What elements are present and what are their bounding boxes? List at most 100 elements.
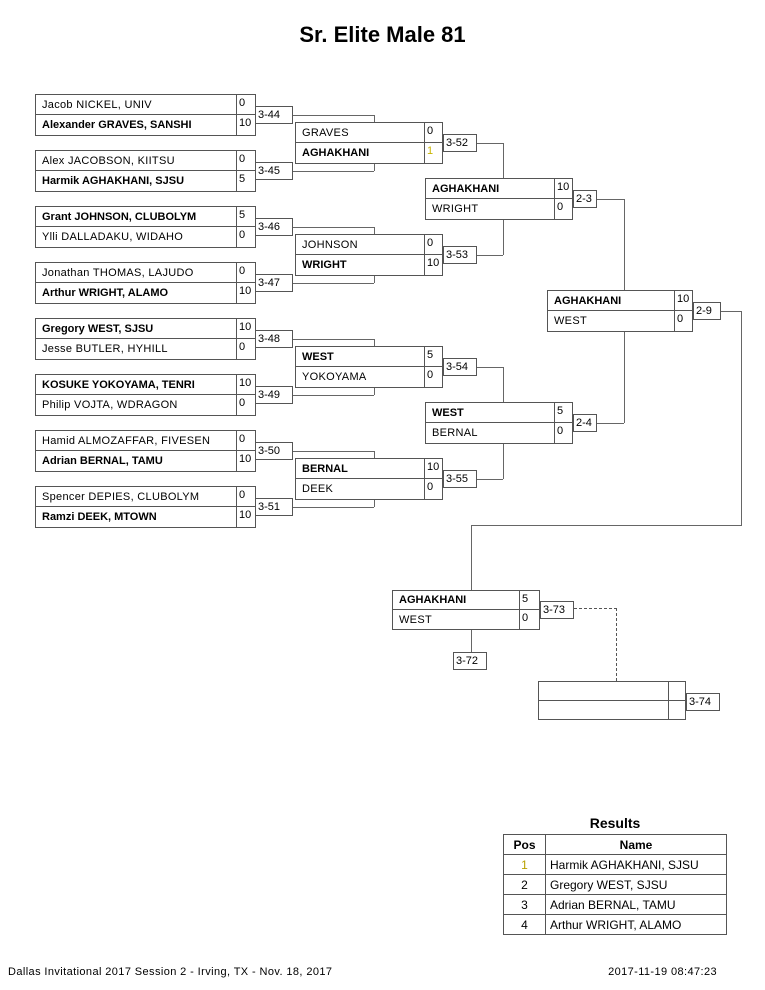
bracket-connector — [477, 367, 503, 368]
bracket-connector — [477, 255, 503, 256]
competitor-score: 10 — [554, 179, 572, 198]
bracket-connector — [597, 423, 624, 424]
competitor-score: 0 — [424, 235, 442, 254]
competitor-score: 0 — [236, 487, 255, 506]
footer-event: Dallas Invitational 2017 Session 2 - Irv… — [8, 966, 333, 978]
results-name: Gregory WEST, SJSU — [545, 874, 727, 895]
results-row: 2 Gregory WEST, SJSU — [503, 874, 727, 895]
competitor-score: 5 — [519, 591, 539, 609]
competitor-name: Jesse BUTLER, HYHILL — [42, 343, 168, 355]
bracket-connector — [293, 339, 374, 340]
competitor-name: WRIGHT — [432, 203, 479, 215]
competitor-score: 0 — [424, 367, 442, 387]
competitor-name: AGHAKHANI — [302, 147, 370, 159]
bracket-connector — [721, 311, 741, 312]
competitor-score: 10 — [236, 451, 255, 471]
round4-match-number: 2-9 — [693, 302, 721, 320]
competitor-name: Adrian BERNAL, TAMU — [42, 455, 163, 467]
competitor-score: 0 — [674, 311, 692, 331]
results-name: Harmik AGHAKHANI, SJSU — [545, 854, 727, 875]
competitor-score: 5 — [554, 403, 572, 422]
bracket-connector — [471, 525, 742, 526]
results-header-name: Name — [545, 834, 727, 855]
competitor-score: 0 — [236, 431, 255, 450]
bracket-connector — [374, 339, 375, 346]
bracket-connector — [741, 311, 742, 525]
competitor-name: WEST — [432, 406, 464, 419]
results-table: Pos Name 1 Harmik AGHAKHANI, SJSU 2 Greg… — [503, 834, 727, 935]
competitor-name: Alex JACOBSON, KIITSU — [42, 154, 175, 167]
bracket-connector — [293, 395, 374, 396]
bracket-connector — [293, 451, 374, 452]
round1-match-number: 3-47 — [255, 274, 293, 292]
competitor-name: Grant JOHNSON, CLUBOLYM — [42, 210, 197, 223]
results-pos: 2 — [503, 874, 546, 895]
results-pos: 1 — [503, 854, 546, 875]
round1-match-number: 3-49 — [255, 386, 293, 404]
competitor-row — [539, 682, 685, 701]
competitor-row — [539, 700, 685, 719]
results-name: Arthur WRIGHT, ALAMO — [545, 914, 727, 935]
competitor-score: 0 — [236, 151, 255, 170]
competitor-name: Philip VOJTA, WDRAGON — [42, 399, 178, 411]
round1-match-number: 3-45 — [255, 162, 293, 180]
competitor-score: 10 — [236, 375, 255, 394]
competitor-row: Spencer DEPIES, CLUBOLYM 0 — [36, 487, 255, 507]
round1-match-number: 3-50 — [255, 442, 293, 460]
competitor-score: 10 — [236, 319, 255, 338]
empty-match — [538, 681, 686, 720]
bracket-connector — [477, 479, 503, 480]
dashed-connector — [616, 608, 617, 681]
competitor-name: Arthur WRIGHT, ALAMO — [42, 287, 169, 299]
results-pos: 3 — [503, 894, 546, 915]
bracket-connector — [374, 227, 375, 234]
competitor-score: 0 — [554, 423, 572, 443]
bracket-connector — [374, 115, 375, 122]
results-title: Results — [589, 815, 641, 831]
bracket-connector — [293, 507, 374, 508]
competitor-row: WEST 5 — [426, 403, 572, 423]
competitor-score: 10 — [424, 459, 442, 478]
competitor-name: BERNAL — [432, 427, 478, 439]
round1-match-number: 3-48 — [255, 330, 293, 348]
competitor-name: Jonathan THOMAS, LAJUDO — [42, 266, 194, 279]
competitor-score: 0 — [236, 95, 255, 114]
competitor-name: WEST — [302, 350, 334, 363]
bracket-connector — [624, 199, 625, 290]
bracket-connector — [471, 525, 472, 590]
competitor-name: Spencer DEPIES, CLUBOLYM — [42, 490, 200, 503]
competitor-score — [668, 700, 685, 719]
competitor-score: 10 — [236, 115, 255, 135]
competitor-score: 10 — [236, 283, 255, 303]
results-pos: 4 — [503, 914, 546, 935]
bracket-connector — [374, 388, 375, 395]
bracket-connector — [503, 220, 504, 255]
extra-match-number: 3-74 — [686, 693, 720, 711]
results-row: 1 Harmik AGHAKHANI, SJSU — [503, 854, 727, 875]
bracket-connector — [374, 276, 375, 283]
bracket-connector — [503, 367, 504, 402]
bracket-connector — [293, 115, 374, 116]
competitor-name: WRIGHT — [302, 259, 347, 271]
